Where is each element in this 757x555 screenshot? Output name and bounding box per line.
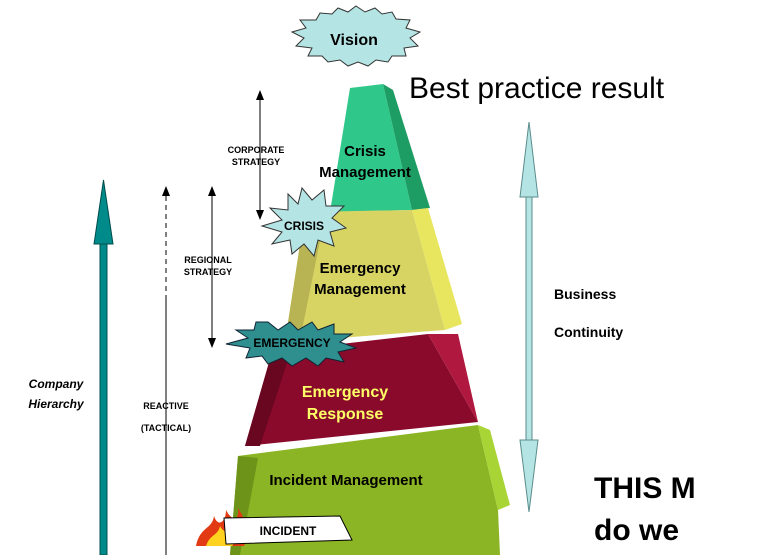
corporate-strategy-label-2: STRATEGY (232, 157, 280, 167)
bottom-text-line-2: do we (594, 514, 679, 547)
incident-label: INCIDENT (260, 524, 317, 538)
company-hierarchy-label-2: Hierarchy (28, 397, 85, 411)
emergency-burst: EMERGENCY (225, 321, 358, 367)
business-continuity-arrow (519, 121, 539, 513)
incident-management-label: Incident Management (269, 472, 422, 489)
emergency-management-label-1: Emergency (320, 260, 402, 277)
business-continuity-label-2: Continuity (554, 324, 623, 340)
regional-strategy-label-1: REGIONAL (184, 255, 232, 265)
bottom-text-line-1: THIS M (594, 472, 696, 505)
crisis-burst-label: CRISIS (284, 219, 324, 233)
emergency-burst-label: EMERGENCY (253, 336, 330, 350)
headline: Best practice result (409, 72, 665, 105)
regional-strategy-label-2: STRATEGY (184, 267, 232, 277)
emergency-response-label-1: Emergency (302, 384, 388, 401)
business-continuity-label-1: Business (554, 286, 616, 302)
crisis-management-label-1: Crisis (344, 143, 386, 160)
emergency-response-label-2: Response (307, 406, 384, 423)
reactive-label-2: (TACTICAL) (141, 423, 191, 433)
reactive-arrow (162, 186, 170, 555)
incident-label-box: INCIDENT (223, 515, 353, 545)
vision-label: Vision (330, 32, 378, 49)
emergency-response-tier: Emergency Response (245, 334, 478, 446)
company-hierarchy-label-1: Company (29, 377, 85, 391)
corporate-strategy-arrow (256, 90, 264, 220)
crisis-management-label-2: Management (319, 164, 411, 181)
regional-strategy-arrow (208, 186, 216, 348)
vision-burst: Vision (290, 5, 422, 67)
crisis-management-tier: Crisis Management (319, 84, 430, 212)
company-hierarchy-arrow (93, 179, 114, 555)
corporate-strategy-label-1: CORPORATE (228, 145, 285, 155)
emergency-management-label-2: Management (314, 281, 406, 298)
crisis-burst: CRISIS (260, 186, 348, 258)
reactive-label-1: REACTIVE (143, 401, 189, 411)
